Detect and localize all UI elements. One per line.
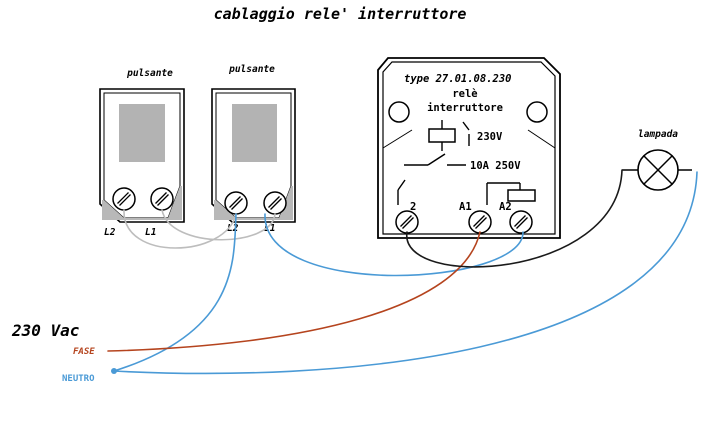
relay-type-label: type 27.01.08.230 — [404, 73, 511, 85]
neutral-wire-to-lamp — [113, 171, 698, 375]
relay-mounting-hole-left — [388, 101, 410, 123]
push-button-2: pulsante L2 L1 — [211, 64, 296, 234]
neutral-junction — [111, 368, 117, 374]
lamp: lampada — [622, 129, 692, 191]
relay-name-line2: interruttore — [427, 102, 503, 114]
push-button-1-screw-l1 — [150, 187, 174, 211]
push-button-2-terminal-l2: L2 — [227, 223, 239, 234]
neutral-label: NEUTRO — [62, 374, 95, 384]
relay-terminal-a2-label: A2 — [499, 201, 512, 213]
relay-terminal-a1-label: A1 — [459, 201, 472, 213]
relay-mounting-hole-right — [526, 101, 548, 123]
relay-name-line1: relè — [452, 88, 477, 100]
push-button-1-label: pulsante — [126, 68, 173, 79]
push-button-2-terminal-l1: L1 — [264, 223, 275, 234]
relay-coil-box — [507, 189, 536, 202]
lamp-wire — [406, 169, 623, 268]
supply-voltage: 230 Vac — [11, 321, 80, 340]
push-button-2-screw-l2 — [224, 191, 248, 215]
push-button-1-terminal-l1: L1 — [145, 227, 156, 238]
relay-coil-voltage: 230V — [477, 131, 503, 143]
relay-screw-a1 — [468, 210, 492, 234]
diagram-title: cablaggio rele' interruttore — [214, 5, 467, 23]
push-button-1-terminal-l2: L2 — [104, 227, 116, 238]
push-button-1-screw-l2 — [112, 187, 136, 211]
relay: type 27.01.08.230 relè interruttore 230V… — [377, 57, 561, 239]
relay-screw-a2 — [509, 210, 533, 234]
relay-contact-symbol — [404, 153, 466, 166]
relay-screw-2 — [395, 210, 419, 234]
lamp-label: lampada — [638, 129, 678, 140]
neutral-wire-to-button — [113, 213, 237, 372]
relay-contact-rating: 10A 250V — [470, 160, 521, 172]
phase-wire — [107, 231, 481, 352]
push-button-1-window — [119, 104, 165, 162]
control-wire-l1-a2 — [264, 213, 524, 277]
phase-label: FASE — [73, 347, 95, 357]
relay-coil-symbol — [428, 120, 470, 151]
relay-terminal-2-label: 2 — [410, 201, 416, 213]
push-button-2-label: pulsante — [228, 64, 275, 75]
link-wire-l1 — [161, 209, 276, 241]
link-wire-l2 — [123, 209, 237, 249]
push-button-1: pulsante L2 L1 — [99, 68, 185, 238]
push-button-2-window — [232, 104, 277, 162]
push-button-2-screw-l1 — [263, 191, 287, 215]
